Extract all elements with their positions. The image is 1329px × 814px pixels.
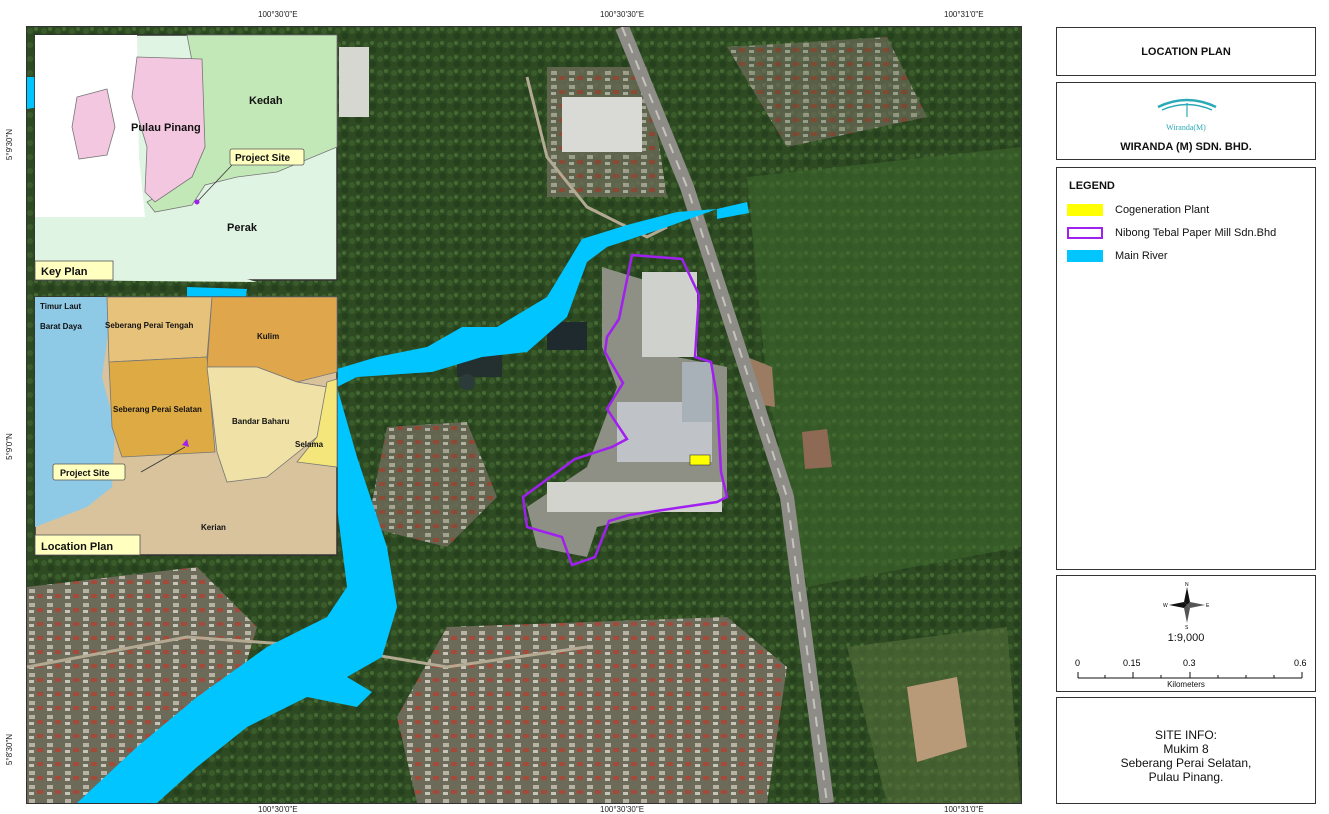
north-arrow-icon: N S E W — [1163, 582, 1210, 630]
site-info-line3: Pulau Pinang. — [1148, 770, 1224, 784]
label-timur-laut: Timur Laut — [40, 302, 82, 311]
warehouse-roof — [339, 47, 369, 117]
cleared-land-3 — [802, 429, 832, 469]
coord-left-2: 5°9'0"N — [4, 433, 14, 460]
key-plan-title: Key Plan — [41, 266, 88, 278]
legend-item-river: Main River — [1067, 249, 1168, 263]
site-info-line1: Mukim 8 — [1163, 742, 1209, 756]
treatment-pond-3 — [459, 374, 475, 390]
residential-area-north — [727, 37, 927, 147]
label-kerian: Kerian — [201, 523, 226, 532]
key-plan-inset — [34, 34, 338, 282]
cogeneration-plant — [689, 454, 711, 466]
paper-mill-boundary — [521, 253, 729, 567]
scale-ratio: 1:9,000 — [1167, 632, 1205, 644]
title-panel: LOCATION PLAN — [1056, 27, 1316, 76]
legend-label: Nibong Tebal Paper Mill Sdn.Bhd — [1115, 227, 1277, 239]
scale-tick-2: 0.3 — [1183, 658, 1196, 668]
coord-bottom-2: 100°30'30"E — [600, 805, 645, 814]
coord-bottom-1: 100°30'0"E — [258, 805, 298, 814]
swatch-river — [1067, 250, 1103, 262]
label-perak: Perak — [227, 222, 258, 234]
legend-label: Cogeneration Plant — [1115, 204, 1210, 216]
coord-bottom-3: 100°31'0"E — [944, 805, 984, 814]
label-pulau-pinang: Pulau Pinang — [131, 122, 201, 134]
scale-tick-0: 0 — [1075, 658, 1081, 668]
company-name: WIRANDA (M) SDN. BHD. — [1120, 141, 1252, 153]
scale-panel: N S E W 1:9,000 0 0.15 0.3 0.6 Kilometer… — [1056, 575, 1316, 692]
page-title: LOCATION PLAN — [1141, 46, 1231, 58]
label-barat-daya: Barat Daya — [40, 322, 82, 331]
compass-w: W — [1163, 603, 1168, 609]
label-seberang-perai-tengah: Seberang Perai Tengah — [105, 321, 193, 330]
residential-area-west — [367, 422, 497, 547]
company-logo-icon — [1157, 98, 1217, 117]
coord-left-1: 5°9'30"N — [5, 128, 15, 161]
company-panel: Wiranda(M) WIRANDA (M) SDN. BHD. — [1056, 82, 1316, 160]
legend-label: Main River — [1115, 250, 1168, 262]
mill-roof-3 — [642, 272, 697, 357]
legend-item-paper-mill: Nibong Tebal Paper Mill Sdn.Bhd — [1067, 226, 1276, 240]
compass-n: N — [1185, 582, 1189, 588]
label-selama: Selama — [295, 440, 324, 449]
river-channel — [717, 202, 749, 219]
swatch-paper-mill — [1067, 227, 1103, 239]
legend-title: LEGEND — [1069, 180, 1115, 192]
site-info-heading: SITE INFO: — [1154, 728, 1217, 742]
coord-top-1: 100°30'0"E — [258, 10, 298, 19]
scale-tick-3: 0.6 — [1294, 658, 1307, 668]
company-logo-text: Wiranda(M) — [1166, 123, 1206, 132]
site-info-line2: Seberang Perai Selatan, — [1120, 756, 1252, 770]
scale-tick-1: 0.15 — [1123, 658, 1141, 668]
plantation-area — [747, 147, 1021, 587]
scale-unit: Kilometers — [1167, 680, 1205, 689]
label-bandar-baharu: Bandar Baharu — [232, 417, 289, 426]
mill-roof-4 — [682, 362, 712, 422]
label-seberang-perai-selatan: Seberang Perai Selatan — [113, 405, 202, 414]
coord-left-3: 5°8'30"N — [5, 733, 15, 766]
local-road — [525, 76, 668, 239]
location-plan-inset — [34, 296, 338, 556]
legend-panel: LEGEND Cogeneration Plant Nibong Tebal P… — [1056, 167, 1316, 570]
residential-area-south — [397, 617, 787, 803]
label-kedah: Kedah — [249, 95, 283, 107]
compass-e: E — [1206, 603, 1210, 609]
legend-item-cogeneration: Cogeneration Plant — [1067, 203, 1209, 217]
cleared-land — [907, 677, 967, 762]
scale-bar — [1077, 672, 1303, 679]
location-plan-inset-title: Location Plan — [41, 541, 113, 553]
factory-roof-north — [562, 97, 642, 152]
label-project-site-loc: Project Site — [60, 468, 110, 478]
label-project-site-key: Project Site — [235, 153, 290, 164]
coord-top-2: 100°30'30"E — [600, 10, 645, 19]
label-kulim: Kulim — [257, 332, 279, 341]
map-canvas: Kedah Pulau Pinang Project Site Perak Ke… — [27, 27, 1021, 803]
mill-roof-2 — [547, 482, 722, 512]
coord-top-3: 100°31'0"E — [944, 10, 984, 19]
site-info-panel: SITE INFO: Mukim 8 Seberang Perai Selata… — [1056, 697, 1316, 804]
satellite-map[interactable]: Kedah Pulau Pinang Project Site Perak Ke… — [26, 26, 1022, 804]
highway-centerline — [621, 27, 828, 803]
swatch-cogeneration — [1067, 204, 1103, 216]
compass-s: S — [1185, 625, 1189, 630]
